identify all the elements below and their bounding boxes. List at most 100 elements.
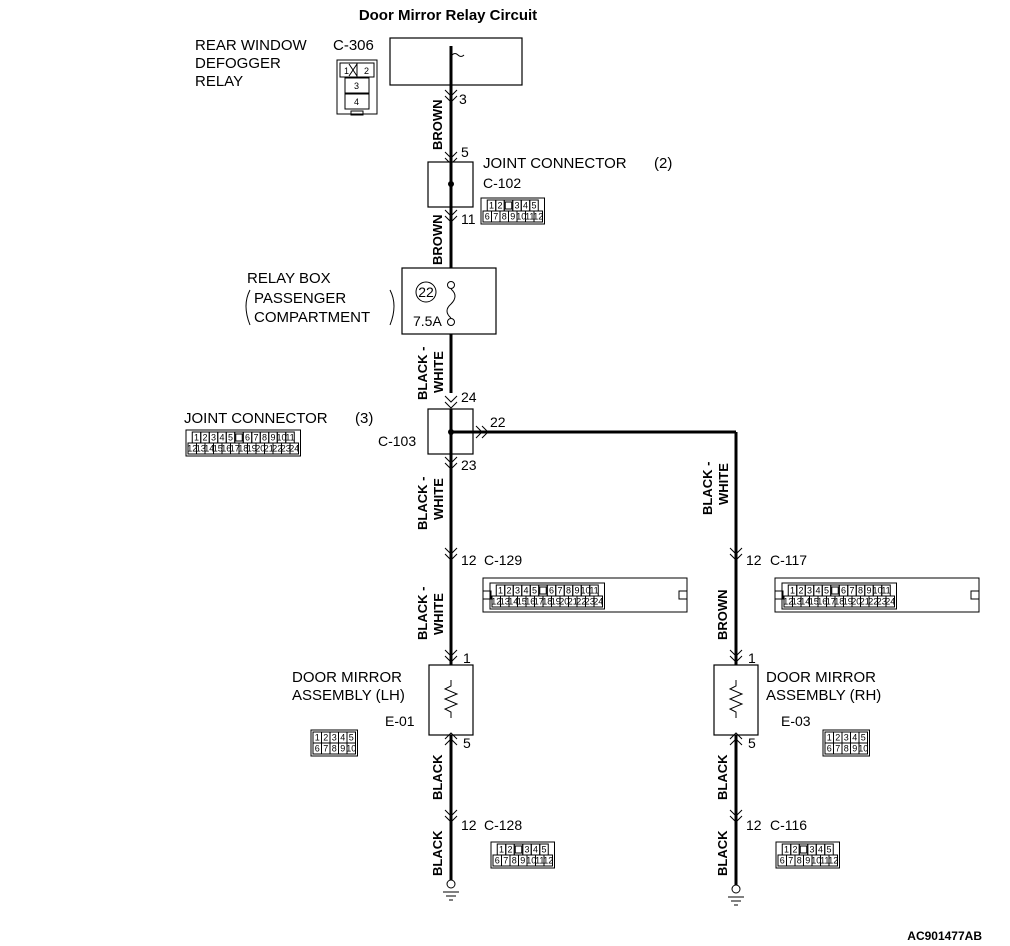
connector-pin-number: 4 — [523, 586, 528, 596]
connector-cavity — [289, 442, 299, 455]
connector-pin-number: 12 — [533, 212, 543, 222]
wire-color-bw-2a: BLACK - — [415, 477, 430, 530]
connector-pin-number: 23 — [281, 444, 291, 454]
connector-pin-number: 20 — [559, 597, 569, 607]
connector-pin-number: 13 — [792, 597, 802, 607]
wire-color-black-1: BLACK — [430, 754, 445, 800]
connector-pin-number: 3 — [807, 586, 812, 596]
pin-marker — [444, 809, 458, 823]
connector-pin-number: 10 — [346, 744, 356, 754]
svg-text:2: 2 — [364, 66, 369, 76]
connector-pin-number: 9 — [270, 433, 275, 443]
connector-pin-number: 6 — [315, 744, 320, 754]
connector-pin-number: 5 — [824, 586, 829, 596]
paren-left — [245, 289, 251, 326]
connector-cavity — [593, 595, 603, 608]
connector-pin-number: 3 — [524, 845, 529, 855]
connector-pin-number: 2 — [497, 201, 502, 211]
connector-pin-number: 4 — [523, 201, 528, 211]
connector-pin-number: 7 — [557, 586, 562, 596]
connector-pin-number: 6 — [780, 856, 785, 866]
jc3-pin-24: 24 — [461, 389, 477, 405]
mirror-lh-pin-5: 5 — [463, 735, 471, 751]
connector-pin-number: 3 — [809, 845, 814, 855]
connector-pin-number: 11 — [881, 586, 890, 596]
mirror-lh-heater-resistor — [443, 680, 459, 718]
connector-cavity — [543, 854, 553, 867]
connector-pin-number: 10 — [872, 586, 882, 596]
svg-text:3: 3 — [354, 81, 359, 91]
connector-lock-key — [235, 433, 243, 442]
mirror-lh-label-line1: DOOR MIRROR — [292, 669, 402, 686]
connector-pin-number: 4 — [815, 586, 820, 596]
pin-marker — [444, 456, 458, 470]
connector-pin-number: 3 — [211, 433, 216, 443]
jc3-pin-22: 22 — [490, 414, 506, 430]
jc3-name: JOINT CONNECTOR — [184, 410, 328, 427]
connector-pin-number: 16 — [817, 597, 827, 607]
pin-marker — [444, 209, 458, 223]
relay-label-line1: REAR WINDOW — [195, 37, 308, 54]
wire-color-black-2: BLACK — [430, 830, 445, 876]
connector-pin-number: 4 — [340, 733, 345, 743]
connector-pin-number: 10 — [580, 586, 590, 596]
pin-marker — [729, 649, 743, 663]
pin-marker — [444, 89, 458, 103]
connector-pin-number: 24 — [885, 597, 895, 607]
connector-pin-number: 3 — [515, 586, 520, 596]
connector-frame — [822, 729, 870, 757]
connector-pin-number: 10 — [276, 433, 286, 443]
relay-box-label-line1: RELAY BOX — [247, 270, 331, 287]
wire-color-black-4: BLACK — [715, 830, 730, 876]
wire-color-bw-3b: WHITE — [716, 463, 731, 505]
connector-pin-number: 8 — [566, 586, 571, 596]
connector-pin-number: 1 — [784, 845, 789, 855]
mirror-rh-label-line1: DOOR MIRROR — [766, 669, 876, 686]
connector-pin-number: 8 — [332, 744, 337, 754]
connector-pin-number: 7 — [323, 744, 328, 754]
connector-pin-number: 13 — [500, 597, 510, 607]
c116-pin-12: 12 — [746, 817, 762, 833]
connector-pin-number: 6 — [827, 744, 832, 754]
c129-pin-12: 12 — [461, 552, 477, 568]
svg-text:4: 4 — [354, 97, 359, 107]
connector-pin-number: 12 — [828, 856, 838, 866]
connector-pin-number: 1 — [790, 586, 795, 596]
c128-connector-id: C-128 — [484, 817, 522, 833]
connector-cavity — [828, 854, 838, 867]
fuse-rating: 7.5A — [413, 313, 442, 329]
wire-color-bw-4b: WHITE — [431, 593, 446, 635]
mirror-rh-label-line2: ASSEMBLY (RH) — [766, 687, 881, 704]
connector-pin-number: 10 — [526, 856, 536, 866]
paren-right — [389, 289, 395, 326]
c128-pin-12: 12 — [461, 817, 477, 833]
connector-pin-number: 19 — [843, 597, 853, 607]
connector-pin-number: 7 — [788, 856, 793, 866]
connector-pin-number: 9 — [510, 212, 515, 222]
connector-pin-number: 12 — [187, 444, 197, 454]
connector-pin-number: 2 — [792, 845, 797, 855]
connector-pin-number: 11 — [525, 212, 534, 222]
jc2-name: JOINT CONNECTOR — [483, 155, 627, 172]
connector-pin-number: 5 — [349, 733, 354, 743]
connector-pin-number: 8 — [262, 433, 267, 443]
connector-pin-number: 16 — [525, 597, 535, 607]
connector-pin-number: 8 — [844, 744, 849, 754]
connector-pin-number: 4 — [219, 433, 224, 443]
connector-pin-number: 4 — [852, 733, 857, 743]
connector-pin-number: 5 — [532, 586, 537, 596]
connector-pin-number: 1 — [194, 433, 199, 443]
connector-pin-number: 18 — [238, 444, 248, 454]
wire-color-brown-1: BROWN — [430, 99, 445, 150]
connector-pin-number: 10 — [516, 212, 526, 222]
connector-lock-key — [514, 845, 523, 854]
connector-pin-number: 2 — [506, 586, 511, 596]
connector-pin-number: 3 — [514, 201, 519, 211]
wire-color-bw-3a: BLACK - — [700, 462, 715, 515]
